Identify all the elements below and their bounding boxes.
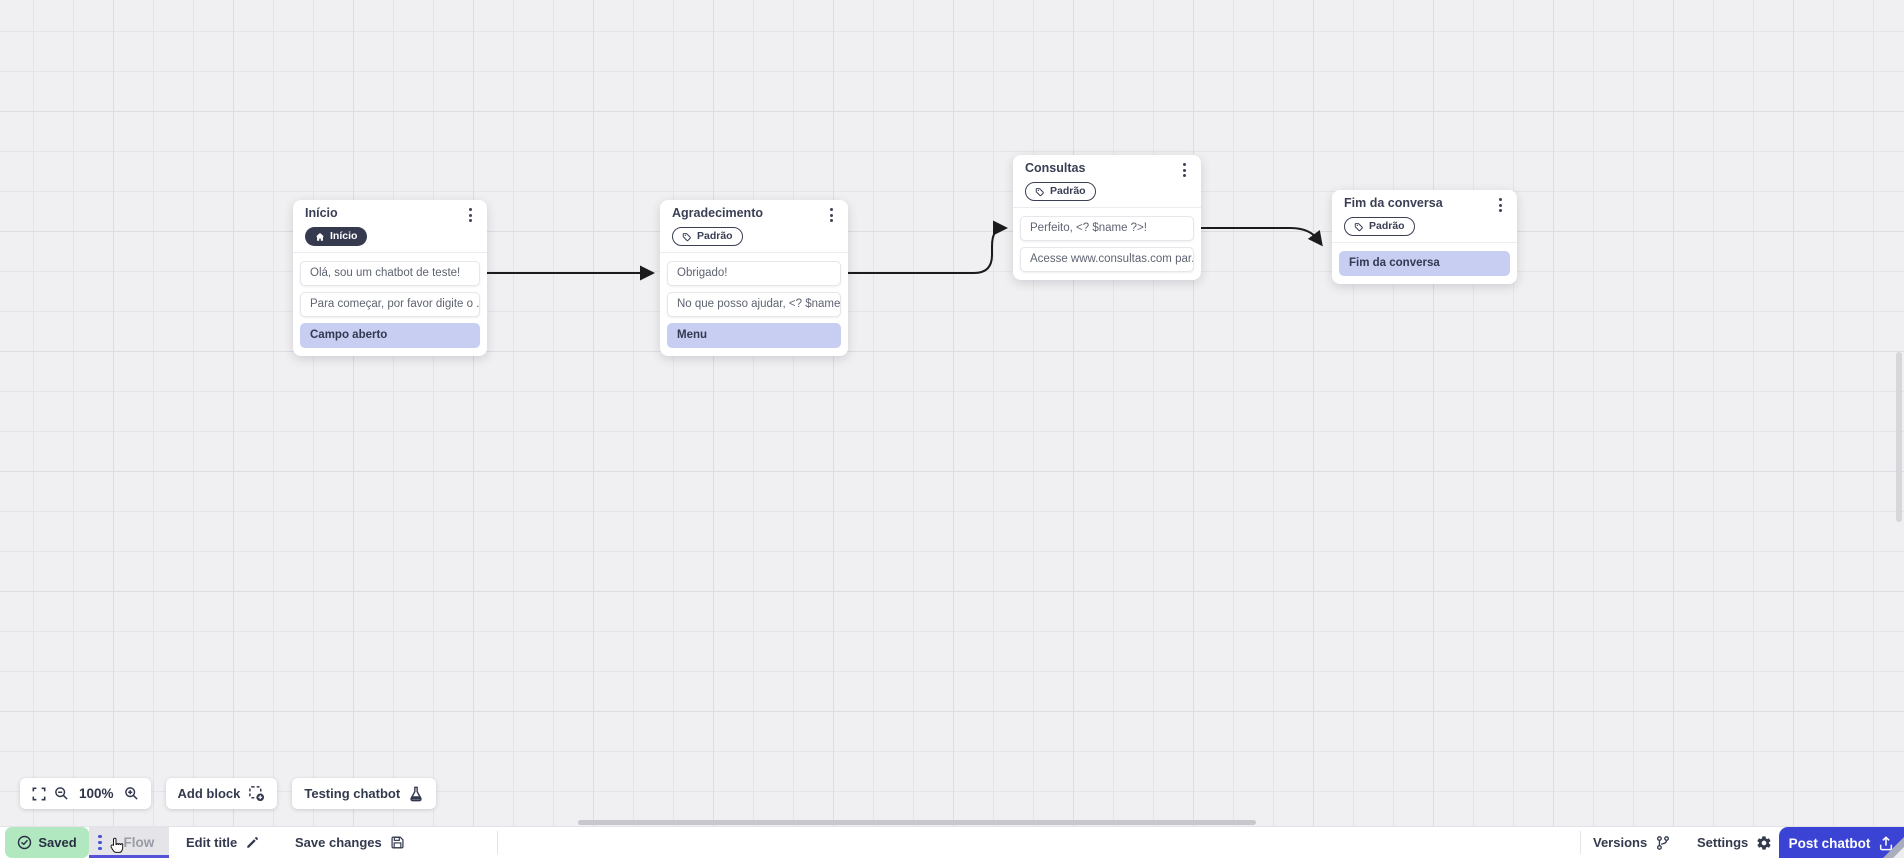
message-card[interactable]: Para começar, por favor digite o ... [300,291,480,317]
horizontal-scrollbar[interactable] [578,820,1256,825]
saved-label: Saved [38,835,77,850]
flow-node-fim-da-conversa[interactable]: Fim da conversa Padrão Fim da conversa [1332,190,1517,284]
post-chatbot-button[interactable]: Post chatbot [1779,827,1904,858]
active-tab-indicator [89,855,169,858]
git-branch-icon [1657,835,1670,850]
flow-node-agradecimento[interactable]: Agradecimento Padrão Obrigado! No que po… [660,200,848,356]
check-circle-icon [18,835,32,850]
node-header: Fim da conversa Padrão [1332,190,1517,242]
zoom-level: 100% [79,786,114,801]
node-menu-dots-icon[interactable] [466,206,475,224]
canvas-controls: 100% Add block Testing chatbot [20,778,437,809]
fullscreen-icon[interactable] [32,787,46,801]
node-header: Início Início [293,200,487,252]
message-card[interactable]: Olá, sou um chatbot de teste! [300,260,480,286]
flow-canvas[interactable]: Início Início Olá, sou um chatbot de tes… [0,0,1904,826]
drag-handle-dots-icon[interactable] [98,834,102,851]
add-block-label: Add block [177,786,241,801]
add-block-button[interactable]: Add block [165,778,278,809]
connector-agradecimento-consultas [848,220,1008,274]
tab-flow[interactable]: Flow [89,827,169,858]
message-card[interactable]: Perfeito, <? $name ?>! [1020,215,1194,241]
zoom-in-icon[interactable] [124,786,139,801]
action-card[interactable]: Menu [667,322,841,348]
save-changes-button[interactable]: Save changes [295,827,405,858]
pencil-icon [247,836,259,848]
zoom-out-icon[interactable] [54,786,69,801]
tag-badge: Padrão [1025,182,1096,201]
saved-status-badge: Saved [5,827,89,858]
tag-badge: Padrão [1344,217,1415,236]
add-block-icon [249,786,265,802]
status-bar: Saved Flow Edit title Save changes Versi… [0,826,1904,858]
action-card[interactable]: Fim da conversa [1339,250,1510,276]
testing-chatbot-button[interactable]: Testing chatbot [292,778,437,809]
flask-icon [410,786,422,801]
node-body: Perfeito, <? $name ?>! Acesse www.consul… [1013,206,1201,280]
node-header: Consultas Padrão [1013,155,1201,207]
versions-button[interactable]: Versions [1593,827,1671,858]
save-icon [391,836,404,849]
message-card[interactable]: Obrigado! [667,260,841,286]
tag-icon [1035,187,1044,196]
tag-icon [1354,222,1363,231]
node-header: Agradecimento Padrão [660,200,848,252]
start-badge: Início [305,227,368,246]
flow-node-consultas[interactable]: Consultas Padrão Perfeito, <? $name ?>! … [1013,155,1201,280]
divider [1580,831,1581,854]
flow-tab-label: Flow [123,835,155,850]
node-body: Obrigado! No que posso ajudar, <? $name … [660,251,848,356]
node-body: Olá, sou um chatbot de teste! Para começ… [293,251,487,356]
flow-node-inicio[interactable]: Início Início Olá, sou um chatbot de tes… [293,200,487,356]
message-card[interactable]: Acesse www.consultas.com par... [1020,246,1194,272]
tag-icon [682,232,691,241]
action-card[interactable]: Campo aberto [300,322,480,348]
node-title: Agradecimento [672,206,763,220]
node-menu-dots-icon[interactable] [1180,161,1189,179]
connector-consultas-fim [1201,227,1323,247]
node-menu-dots-icon[interactable] [1496,196,1505,214]
gear-icon [1757,835,1771,850]
node-body: Fim da conversa [1332,241,1517,284]
zoom-controls: 100% [20,778,151,809]
edit-title-button[interactable]: Edit title [186,827,260,858]
home-icon [315,232,325,241]
message-card[interactable]: No que posso ajudar, <? $name ... [667,291,841,317]
node-title: Fim da conversa [1344,196,1443,210]
window-corner-fold [1892,847,1904,858]
divider [497,831,498,854]
tag-badge: Padrão [672,227,743,246]
testing-chatbot-label: Testing chatbot [304,786,401,801]
node-title: Início [305,206,338,220]
connector-layer [487,220,1323,281]
settings-button[interactable]: Settings [1697,827,1772,858]
vertical-scrollbar[interactable] [1896,352,1902,522]
node-menu-dots-icon[interactable] [827,206,836,224]
node-title: Consultas [1025,161,1086,175]
